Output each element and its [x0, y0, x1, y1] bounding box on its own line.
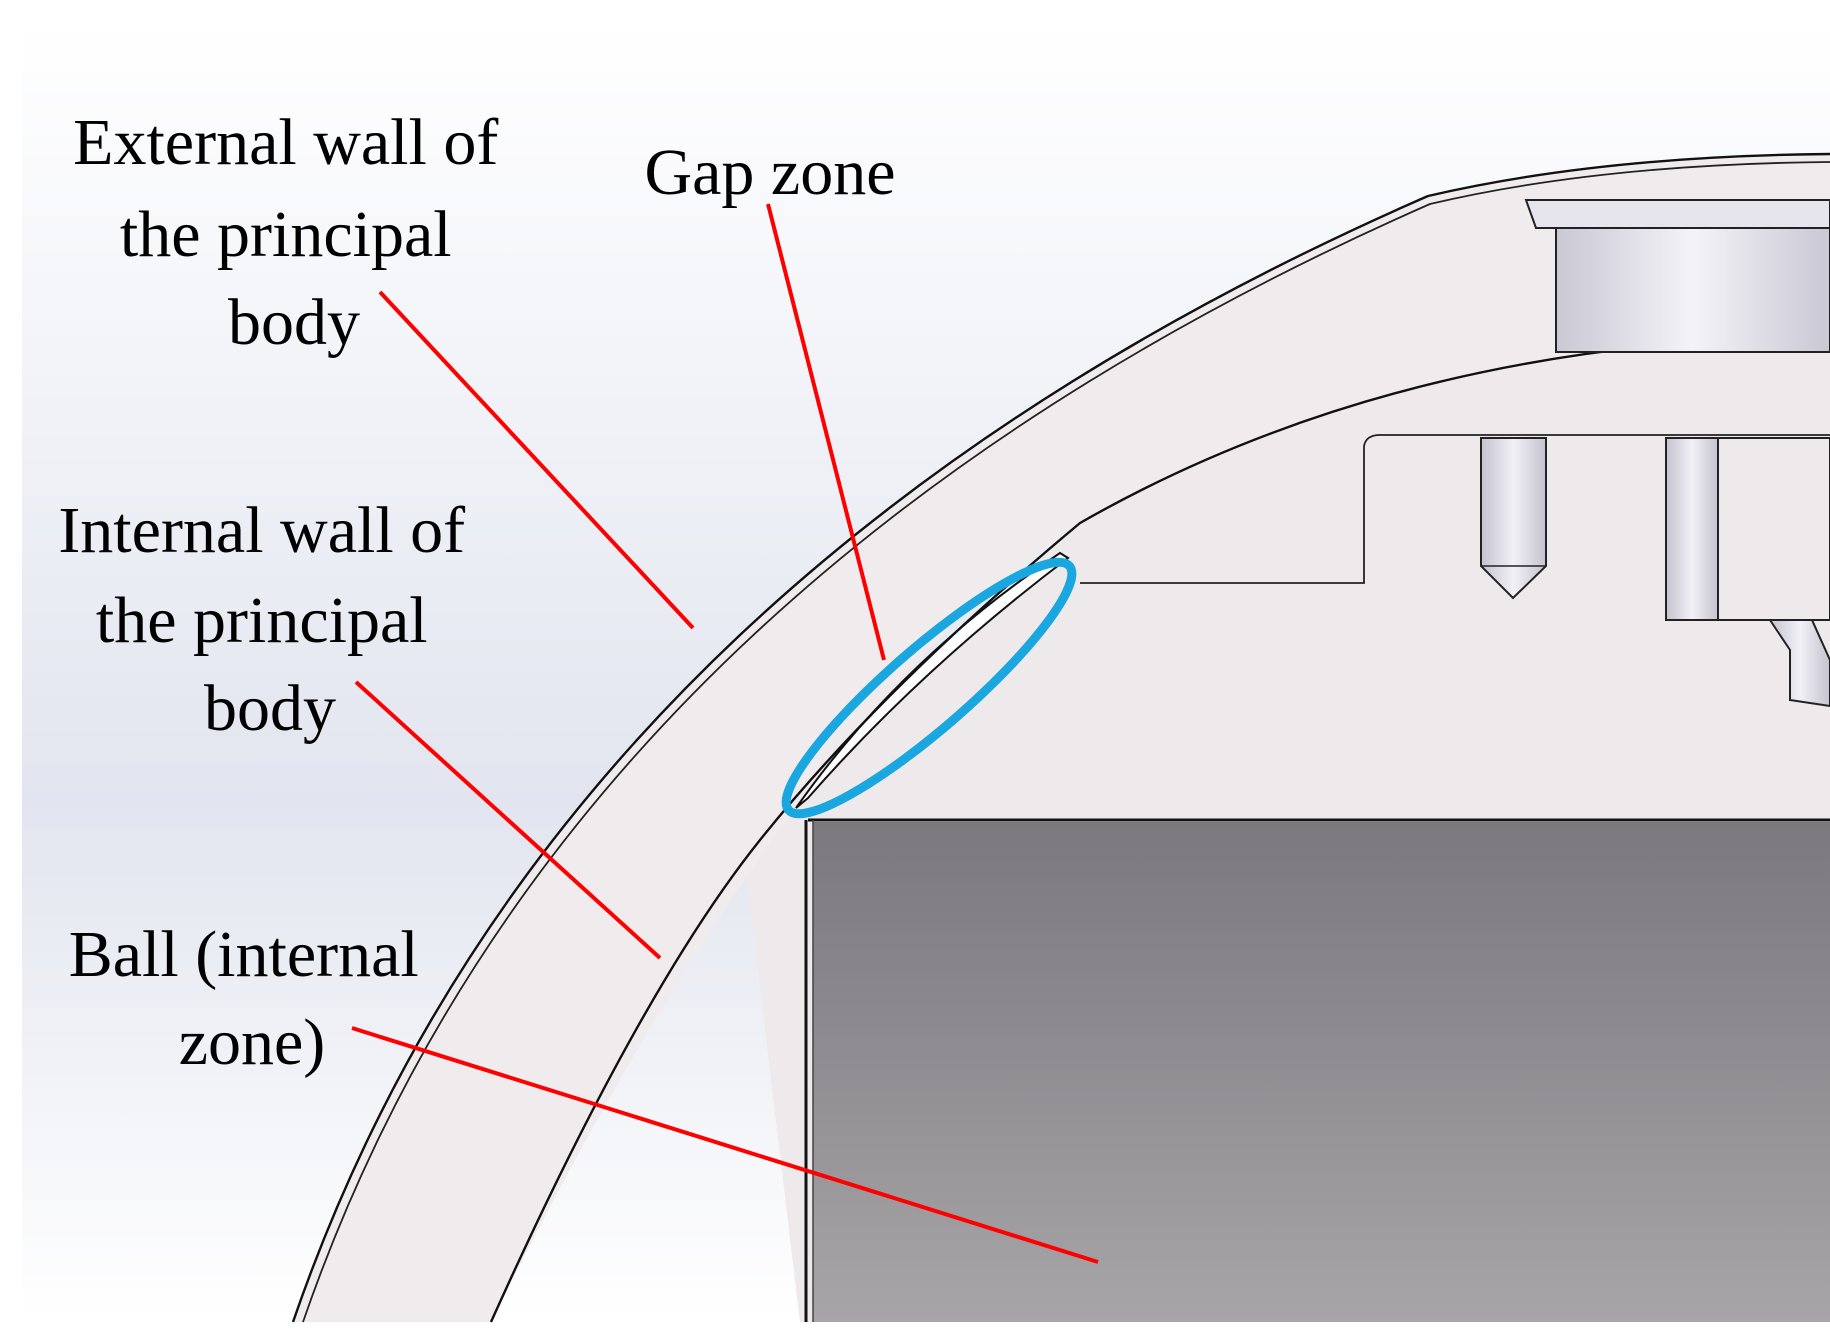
external-wall-edge — [291, 152, 1830, 1323]
right-nozzle — [1768, 619, 1830, 708]
label-internal-wall: Internal wall of the principal body — [58, 494, 481, 745]
right-block — [1717, 437, 1830, 621]
leader-internal-wall — [354, 680, 662, 960]
leader-external-wall — [378, 290, 695, 630]
internal-wall-edge — [489, 334, 1830, 1323]
top-flange — [1524, 199, 1830, 229]
top-cylinder — [1555, 227, 1830, 353]
right-pin — [1665, 437, 1719, 621]
ball-internal-zone — [813, 822, 1830, 1322]
leader-gap-zone — [766, 203, 886, 661]
label-ball: Ball (internal zone) — [69, 918, 436, 1079]
external-wall-edge-inner — [302, 161, 1830, 1323]
gap-zone-highlight — [781, 557, 1077, 819]
upper-block — [1080, 336, 1830, 523]
left-pin — [1480, 437, 1547, 600]
label-gap-zone: Gap zone — [644, 136, 895, 209]
step-outline — [1080, 434, 1830, 584]
leader-ball — [351, 1026, 1099, 1264]
label-external-wall: External wall of the principal body — [73, 106, 515, 359]
